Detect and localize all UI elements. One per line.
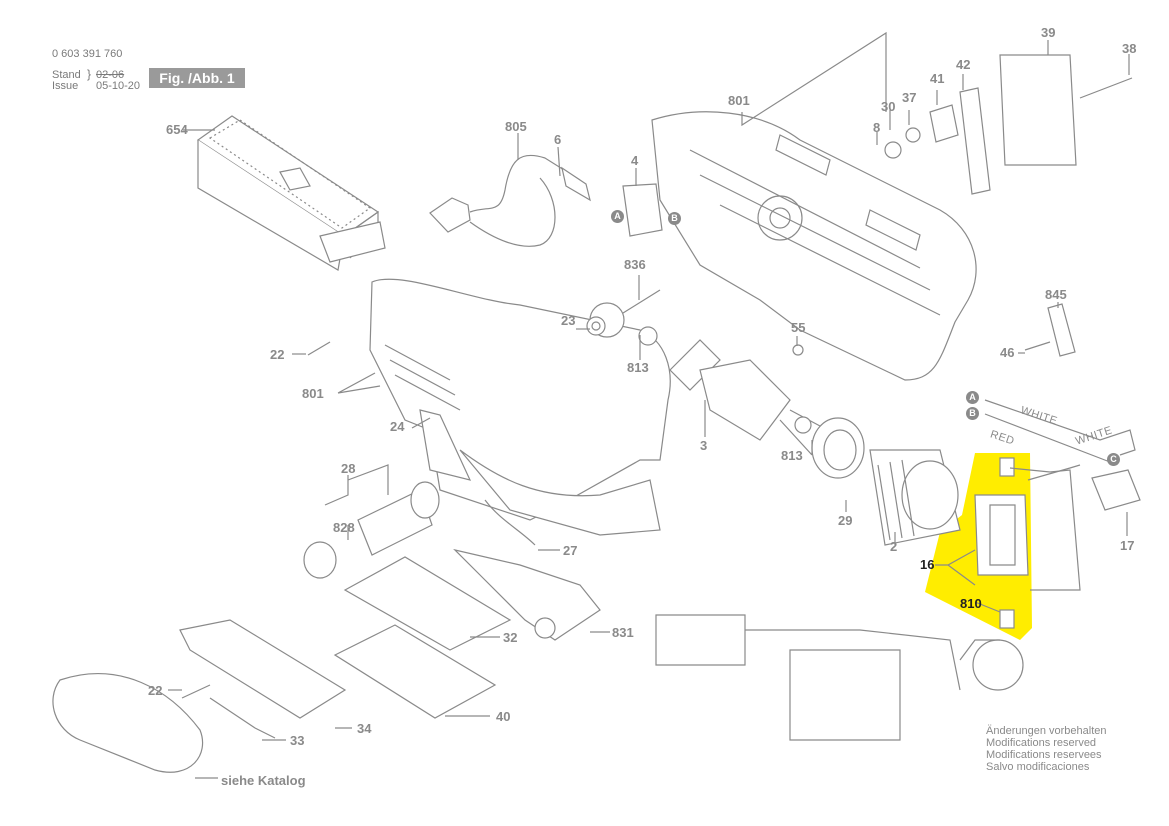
part-38-screw: [1079, 77, 1133, 99]
armature-3: [669, 339, 821, 441]
label-2: 2: [890, 539, 898, 554]
label-37: 37: [902, 90, 917, 105]
connector-b-cable: B: [668, 212, 681, 225]
stator-2: [869, 449, 961, 546]
housing-half-801-bottom: [369, 278, 671, 536]
part-41-pulley: [929, 104, 959, 143]
connector-b-switch: B: [966, 407, 979, 420]
label-654: 654: [166, 122, 188, 137]
label-813-lower: 813: [781, 448, 803, 463]
issue-label: Issue: [52, 80, 79, 92]
label-42: 42: [956, 57, 971, 72]
power-cable-805: [429, 154, 591, 247]
modifications-note: Änderungen vorbehalten Modifications res…: [986, 725, 1106, 773]
screw-22-lower: [181, 684, 211, 699]
roller-bracket-831: [453, 548, 601, 641]
part-46-screw: [1024, 341, 1051, 351]
label-27: 27: [563, 543, 578, 558]
switch-assembly-16: [974, 494, 1029, 576]
label-34: 34: [357, 721, 372, 736]
housing-half-801-top: [651, 111, 977, 381]
label-836: 836: [624, 257, 646, 272]
label-38: 38: [1122, 41, 1137, 56]
label-32: 32: [503, 630, 518, 645]
label-22-upper: 22: [270, 347, 285, 362]
brace-symbol: }: [87, 67, 92, 81]
part-845-bracket: [1047, 303, 1076, 357]
stand-label: Stand: [52, 69, 81, 81]
connector-a-switch: A: [966, 391, 979, 404]
dust-box-654: [196, 115, 386, 271]
part-number: 0 603 391 760: [52, 48, 123, 60]
label-23: 23: [561, 313, 576, 328]
label-845: 845: [1045, 287, 1067, 302]
cable-clamp-4: [622, 183, 663, 237]
label-39: 39: [1041, 25, 1056, 40]
electronics-board: [655, 614, 1024, 741]
part-813-bearing: [638, 326, 658, 346]
label-28: 28: [341, 461, 356, 476]
label-55: 55: [791, 320, 806, 335]
modifications-note-es: Salvo modificaciones: [986, 761, 1090, 773]
part-8-bearing: [884, 141, 902, 159]
part-55-nut: [792, 344, 804, 356]
gear-shaft-836: [586, 289, 661, 338]
label-40: 40: [496, 709, 511, 724]
catalog-note: siehe Katalog: [221, 773, 306, 788]
part-42-belt: [959, 87, 991, 195]
modifications-note-en: Modifications reserved: [986, 737, 1097, 749]
part-28-828: [303, 481, 440, 579]
modifications-note-fr: Modifications reservees: [986, 749, 1102, 761]
spring-27: [484, 499, 536, 546]
label-801-bottom: 801: [302, 386, 324, 401]
label-17: 17: [1120, 538, 1135, 553]
plate-40: [333, 624, 497, 719]
connector-a-cable: A: [611, 210, 624, 223]
label-41: 41: [930, 71, 945, 86]
connector-c-switch: C: [1107, 453, 1120, 466]
screw-22-upper: [307, 341, 331, 356]
label-30: 30: [881, 99, 896, 114]
label-16: 16: [920, 557, 935, 572]
platen-34: [179, 619, 347, 719]
issue-value: 05-10-20: [96, 80, 141, 92]
label-6: 6: [554, 132, 562, 147]
carbon-brush-upper: [999, 457, 1015, 477]
label-813-upper: 813: [627, 360, 649, 375]
modifications-note-de: Änderungen vorbehalten: [986, 725, 1107, 737]
switch-17: [1091, 469, 1141, 511]
label-810: 810: [960, 596, 982, 611]
label-805: 805: [505, 119, 527, 134]
label-24: 24: [390, 419, 405, 434]
label-3: 3: [700, 438, 708, 453]
part-39-cover: [999, 54, 1077, 166]
label-46: 46: [1000, 345, 1015, 360]
carbon-brush-lower: [999, 609, 1015, 629]
label-22-lower: 22: [148, 683, 163, 698]
sanding-belt: [52, 673, 204, 773]
figure-label: Fig. /Abb. 1: [149, 68, 245, 88]
label-4: 4: [631, 153, 639, 168]
stand-value: 02-06: [96, 69, 125, 81]
clip-33: [209, 697, 276, 739]
label-828: 828: [333, 520, 355, 535]
label-8: 8: [873, 120, 881, 135]
label-33: 33: [290, 733, 305, 748]
label-29: 29: [838, 513, 853, 528]
part-37-washer: [905, 127, 921, 143]
label-831: 831: [612, 625, 634, 640]
label-801-top: 801: [728, 93, 750, 108]
plate-32: [343, 556, 512, 651]
